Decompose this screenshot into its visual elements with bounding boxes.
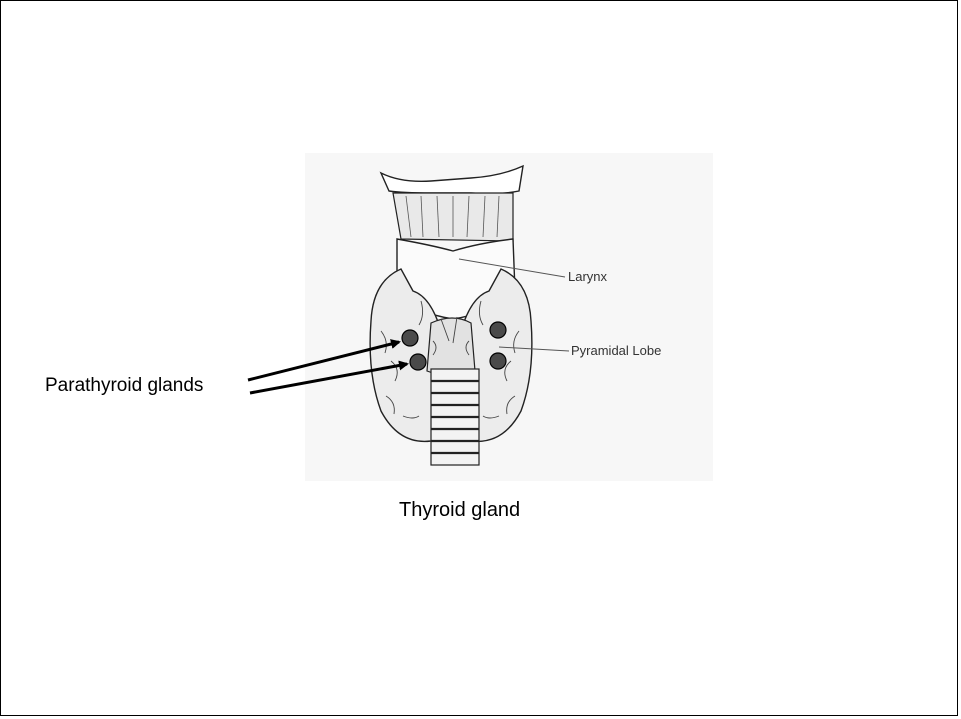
figure-caption: Thyroid gland	[399, 499, 520, 522]
parathyroid-dot-upper-left	[402, 330, 418, 346]
hyoid-cartilage	[381, 166, 523, 194]
larynx-label: Larynx	[568, 269, 607, 284]
parathyroid-dot-lower-right	[490, 353, 506, 369]
parathyroid-label: Parathyroid glands	[45, 375, 203, 397]
parathyroid-dot-lower-left	[410, 354, 426, 370]
parathyroid-dot-upper-right	[490, 322, 506, 338]
pyramidal-lobe-label: Pyramidal Lobe	[571, 343, 661, 358]
thyroid-isthmus	[427, 318, 475, 376]
